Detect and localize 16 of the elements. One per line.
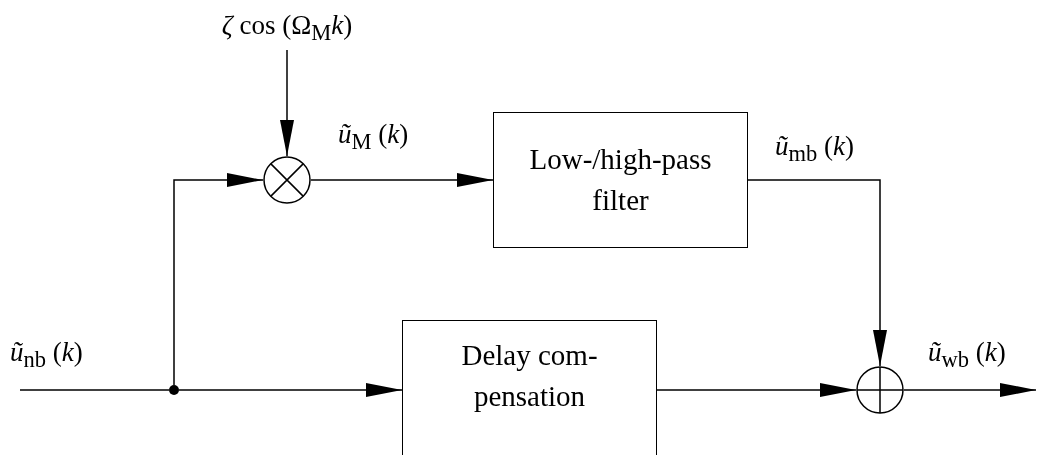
arrow — [747, 179, 887, 367]
arrow — [310, 173, 494, 187]
arrow — [280, 49, 294, 157]
block-box — [493, 112, 748, 248]
arrow — [903, 383, 1037, 397]
block-label: Low-/high-pass filter — [528, 142, 713, 218]
signal-line — [19, 389, 170, 391]
junction-dot — [169, 385, 179, 395]
signal-label: ζ cos (Ω$_{M}$k) — [221, 9, 353, 47]
block-box — [402, 320, 657, 455]
arrow — [173, 173, 264, 386]
summing-junction-symbol — [856, 366, 904, 414]
block-label: Delay com-pensation — [460, 338, 599, 414]
arrow — [656, 383, 857, 397]
arrow — [178, 383, 403, 397]
multiplier-symbol — [263, 156, 311, 204]
